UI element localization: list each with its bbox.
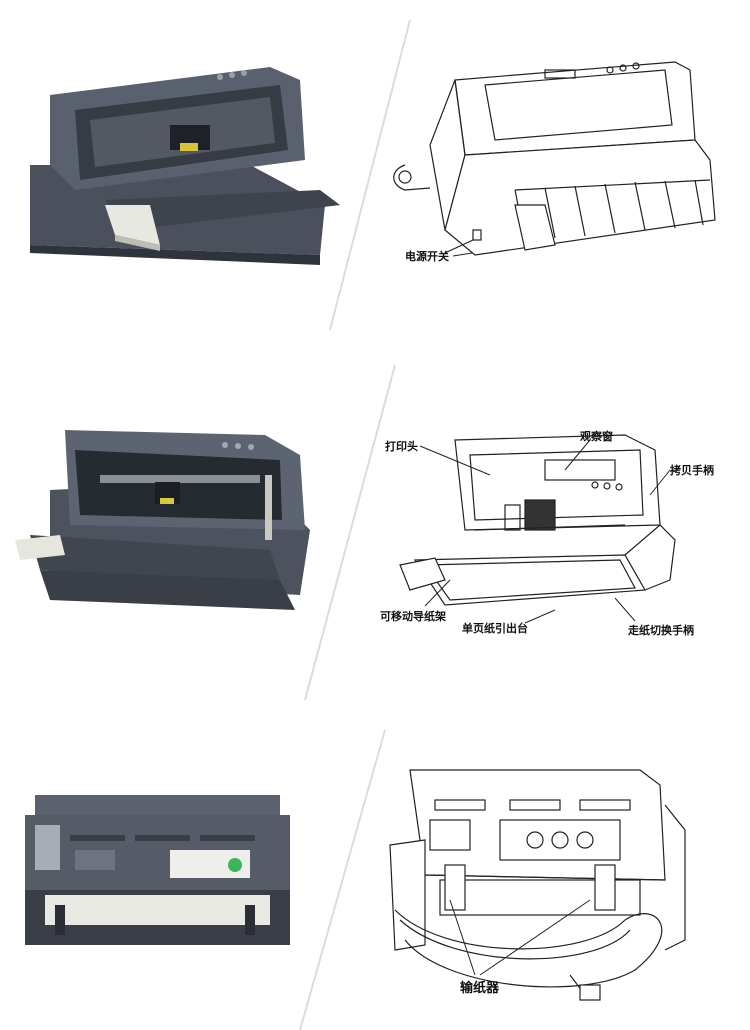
- printer-photo-rear: [20, 790, 290, 950]
- printer-drawing-open: [395, 430, 685, 620]
- printer-photo-front-closed: [20, 55, 350, 270]
- callout-power-switch: 电源开关: [405, 250, 449, 263]
- callout-copy-lever: 拷贝手柄: [670, 464, 714, 477]
- callout-view-window: 观察窗: [580, 430, 613, 443]
- callout-feed-switch-lever: 走纸切换手柄: [628, 624, 694, 637]
- callout-tractor: 输纸器: [460, 981, 500, 996]
- callout-movable-guide: 可移动导纸架: [380, 610, 446, 623]
- printer-drawing-front: [385, 40, 730, 270]
- callout-single-sheet-exit: 单页纸引出台: [462, 622, 528, 635]
- printer-photo-front-open: [10, 420, 320, 615]
- callout-print-head: 打印头: [385, 440, 418, 453]
- printer-drawing-rear: [385, 760, 730, 1010]
